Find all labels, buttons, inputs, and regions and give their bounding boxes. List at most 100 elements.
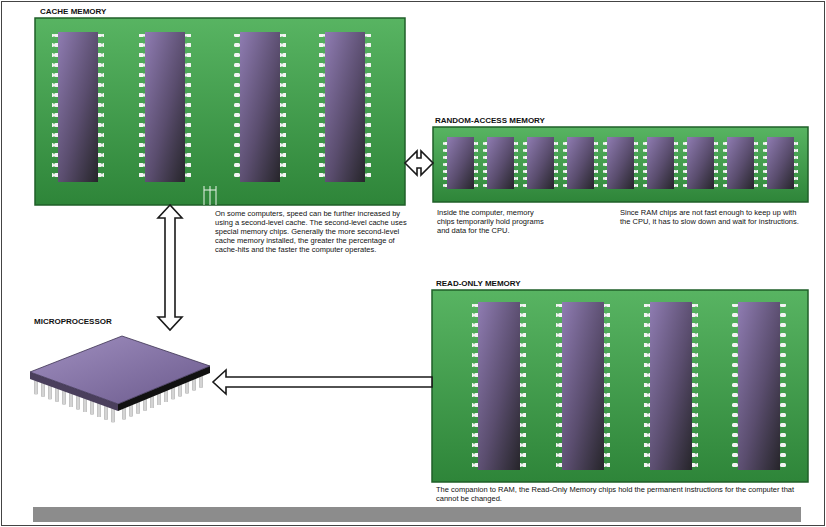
chip	[723, 137, 758, 189]
data-flow-arrow	[213, 370, 432, 394]
chip-pins	[763, 139, 767, 187]
rom-board: READ-ONLY MEMORYThe companion to RAM, th…	[432, 290, 808, 482]
memory-chip	[240, 32, 280, 182]
description-text: The companion to RAM, the Read-Only Memo…	[436, 485, 806, 503]
description-text: Inside the computer, memory chips tempor…	[437, 208, 549, 235]
text-holder: RANDOM-ACCESS MEMORY	[435, 116, 697, 126]
chip-pins	[514, 139, 518, 187]
chip-pins	[483, 139, 487, 187]
text-holder: On some computers, speed can be further …	[215, 209, 407, 254]
memory-chip	[58, 32, 98, 182]
description-text: Since RAM chips are not fast enough to k…	[620, 208, 806, 226]
chip-pins	[692, 304, 698, 468]
circuit-board	[433, 127, 808, 202]
memory-chip	[487, 137, 514, 189]
chip	[472, 302, 526, 470]
chip-pins	[554, 139, 558, 187]
chip-pins	[523, 139, 527, 187]
cache-board	[35, 18, 405, 205]
cache-memory-board: CACHE MEMORYOn some computers, speed can…	[35, 18, 405, 205]
memory-chip	[562, 302, 604, 470]
chip-pins	[365, 34, 371, 180]
chip-pins	[723, 139, 727, 187]
chip	[523, 137, 558, 189]
text-holder: Inside the computer, memory chips tempor…	[437, 208, 549, 235]
chip	[763, 137, 798, 189]
memory-chip	[567, 137, 594, 189]
chip-pins	[563, 139, 567, 187]
chip-pins	[643, 139, 647, 187]
chip	[319, 32, 371, 182]
ram-board	[433, 127, 808, 202]
chip-pins	[472, 304, 478, 468]
chip-pins	[714, 139, 718, 187]
chip	[234, 32, 286, 182]
chip	[139, 32, 191, 182]
memory-heading: CACHE MEMORY	[40, 7, 262, 17]
chip	[643, 137, 678, 189]
chip-pins	[594, 139, 598, 187]
chip-pins	[644, 304, 650, 468]
memory-chip	[727, 137, 754, 189]
memory-chip	[447, 137, 474, 189]
memory-chip	[607, 137, 634, 189]
chip-pins	[634, 139, 638, 187]
circuit-board	[432, 290, 808, 482]
chip-pins	[674, 139, 678, 187]
chip-pins	[52, 34, 58, 180]
footer-bar	[33, 507, 801, 522]
memory-chip	[478, 302, 520, 470]
chip-pins	[474, 139, 478, 187]
chip-pins	[98, 34, 104, 180]
memory-chip	[647, 137, 674, 189]
chip	[603, 137, 638, 189]
chip	[443, 137, 478, 189]
chip-pins	[604, 304, 610, 468]
data-flow-arrow	[158, 205, 182, 330]
memory-chip	[527, 137, 554, 189]
chip-pins	[234, 34, 240, 180]
chip	[563, 137, 598, 189]
chip-pins	[520, 304, 526, 468]
circuit-board	[35, 18, 405, 205]
text-holder: READ-ONLY MEMORY	[436, 279, 658, 289]
chip-pins	[319, 34, 325, 180]
memory-heading: READ-ONLY MEMORY	[436, 279, 658, 289]
chip-pins	[139, 34, 145, 180]
ram-board: RANDOM-ACCESS MEMORYInside the computer,…	[433, 127, 808, 202]
text-holder: MICROPROCESSOR	[34, 317, 196, 327]
memory-heading: MICROPROCESSOR	[34, 317, 196, 327]
microprocessor: MICROPROCESSOR	[28, 330, 213, 440]
rom-board	[432, 290, 808, 482]
chip	[732, 302, 786, 470]
data-flow-arrow	[405, 151, 433, 175]
chip-pins	[556, 304, 562, 468]
memory-heading: RANDOM-ACCESS MEMORY	[435, 116, 697, 126]
description-text: On some computers, speed can be further …	[215, 209, 407, 254]
chip-pins	[443, 139, 447, 187]
board-trace	[204, 186, 216, 205]
text-holder: The companion to RAM, the Read-Only Memo…	[436, 485, 806, 503]
chip-pins	[185, 34, 191, 180]
chip	[644, 302, 698, 470]
text-holder: CACHE MEMORY	[40, 7, 262, 17]
chip-pins	[683, 139, 687, 187]
chip	[483, 137, 518, 189]
memory-chip	[687, 137, 714, 189]
chip	[52, 32, 104, 182]
memory-chip	[738, 302, 780, 470]
chip-pins	[603, 139, 607, 187]
chip-pins	[280, 34, 286, 180]
memory-chip	[650, 302, 692, 470]
memory-chip	[145, 32, 185, 182]
chip-top	[30, 336, 210, 404]
chip-pins	[732, 304, 738, 468]
memory-chip	[767, 137, 794, 189]
chip-pins	[794, 139, 798, 187]
chip	[683, 137, 718, 189]
memory-chip	[325, 32, 365, 182]
chip-pins	[780, 304, 786, 468]
